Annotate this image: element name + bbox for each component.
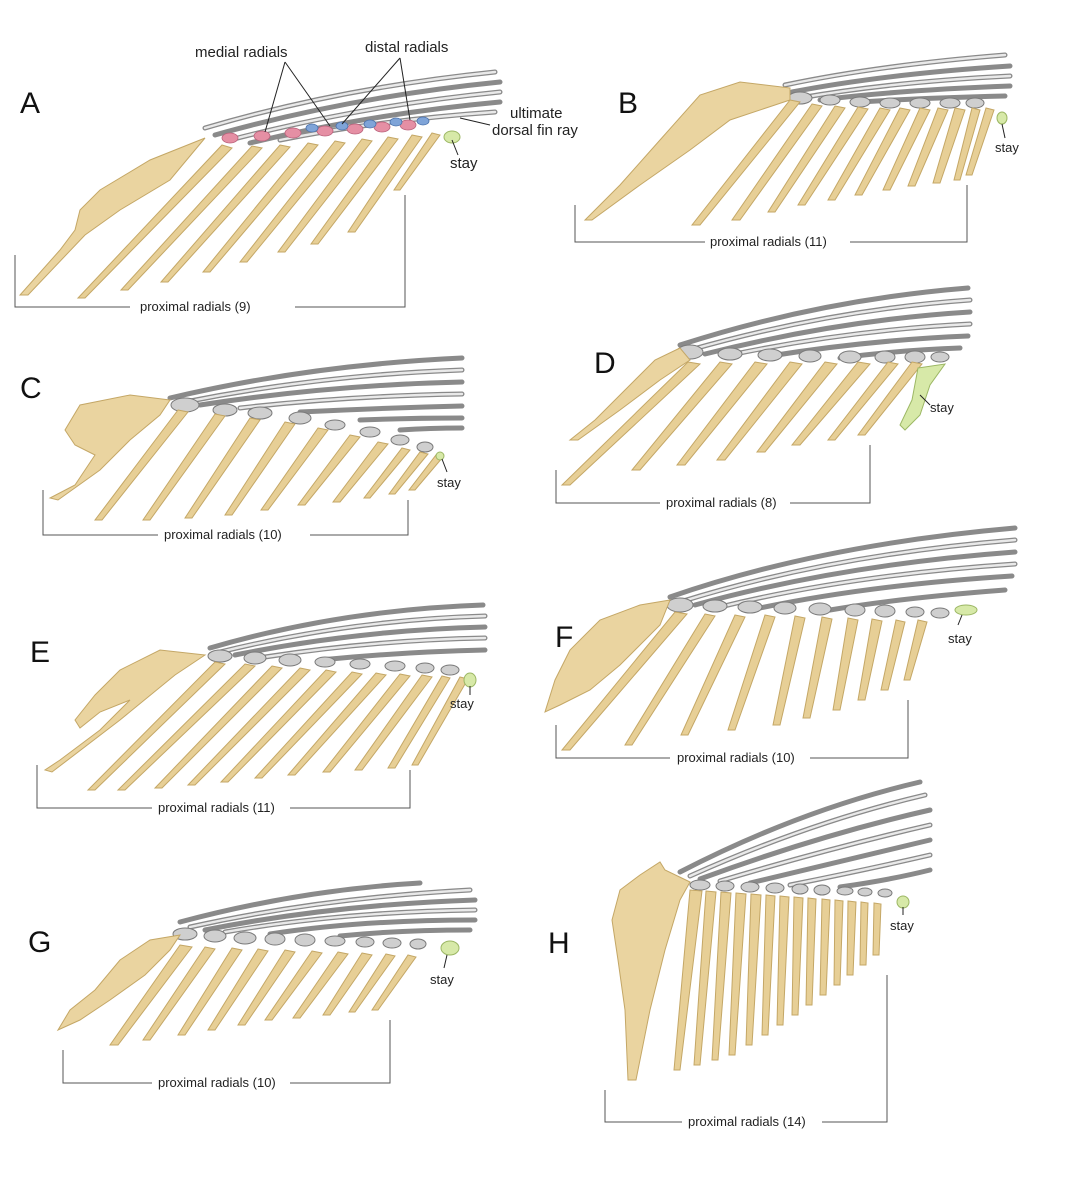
ultimate-ray-label-2: dorsal fin ray [492, 122, 578, 139]
distal-radials-label: distal radials [365, 39, 448, 56]
joints [689, 879, 893, 898]
proximal-radials [76, 132, 441, 299]
first-proximal-radial [583, 81, 791, 221]
stay-label: stay [437, 475, 461, 490]
panel-e: E [30, 602, 488, 815]
stay-label: stay [890, 918, 914, 933]
proximal-radials-bracket [555, 445, 871, 504]
panel-letter: F [555, 621, 573, 654]
stay-label: stay [948, 631, 972, 646]
stay-element [996, 111, 1008, 125]
panel-b: B [574, 52, 1019, 249]
joints [676, 344, 950, 364]
first-proximal-radial [43, 649, 207, 773]
stay-label: stay [930, 400, 954, 415]
proximal-radials [560, 361, 923, 486]
stay-label: stay [450, 155, 478, 172]
stay-label: stay [995, 140, 1019, 155]
proximal-radials-caption: proximal radials (10) [158, 1075, 276, 1090]
fin-rays [667, 525, 1018, 613]
proximal-radials [86, 661, 469, 791]
proximal-radials-caption: proximal radials (8) [666, 495, 777, 510]
joints [666, 597, 950, 619]
panel-h: H [548, 779, 933, 1129]
proximal-radials [109, 944, 417, 1046]
stay-label: stay [430, 972, 454, 987]
proximal-radials-bracket [555, 700, 909, 759]
proximal-radials [690, 99, 995, 226]
panel-a: A [14, 39, 578, 314]
proximal-radials-caption: proximal radials (10) [164, 527, 282, 542]
fin-rays [167, 355, 465, 433]
panel-f: F [544, 525, 1018, 765]
proximal-radials-caption: proximal radials (14) [688, 1114, 806, 1129]
proximal-radials-bracket [36, 765, 411, 809]
panel-g: G [28, 880, 478, 1090]
panel-letter: C [20, 372, 42, 405]
proximal-radials [560, 611, 928, 751]
proximal-radials-caption: proximal radials (11) [710, 234, 827, 249]
proximal-radials-bracket [62, 1020, 391, 1084]
stay-element [440, 940, 460, 956]
panel-c: C [20, 355, 465, 542]
proximal-radials-caption: proximal radials (11) [158, 800, 275, 815]
stay-label: stay [450, 696, 474, 711]
panel-letter: B [618, 87, 638, 120]
proximal-radials-bracket [604, 975, 888, 1123]
first-proximal-radial [48, 394, 171, 501]
fin-rays [677, 779, 933, 890]
panel-d: D [555, 285, 973, 510]
joints [207, 649, 460, 676]
first-proximal-radial [568, 347, 691, 441]
medial-radials-label: medial radials [195, 44, 288, 61]
medial-radials [221, 119, 417, 144]
stay-element [463, 672, 477, 688]
fin-rays [677, 285, 973, 361]
distal-radials [305, 116, 430, 133]
stay-element [443, 130, 461, 144]
panel-letter: G [28, 926, 51, 959]
fin-rays [177, 880, 478, 939]
joints [170, 397, 434, 453]
proximal-radials-bracket [42, 490, 409, 536]
panel-letter: D [594, 347, 616, 380]
fin-rays [207, 602, 488, 663]
panel-letter: E [30, 636, 50, 669]
first-proximal-radial [544, 599, 671, 713]
proximal-radials [93, 409, 444, 521]
proximal-radials-caption: proximal radials (10) [677, 750, 795, 765]
panel-letter: H [548, 927, 570, 960]
stay-element [954, 604, 978, 616]
fin-rays [782, 52, 1013, 105]
panel-letter: A [20, 87, 40, 120]
stay-element [435, 451, 445, 461]
proximal-radials-caption: proximal radials (9) [140, 299, 251, 314]
ultimate-ray-label-1: ultimate [510, 105, 563, 122]
first-proximal-radial [56, 934, 182, 1032]
proximal-radials-bracket [574, 185, 968, 243]
proximal-radials-bracket [14, 195, 406, 308]
first-proximal-radial [611, 861, 691, 1081]
first-proximal-radial [18, 137, 206, 296]
proximal-radials [673, 889, 882, 1071]
stay-element [896, 895, 910, 909]
